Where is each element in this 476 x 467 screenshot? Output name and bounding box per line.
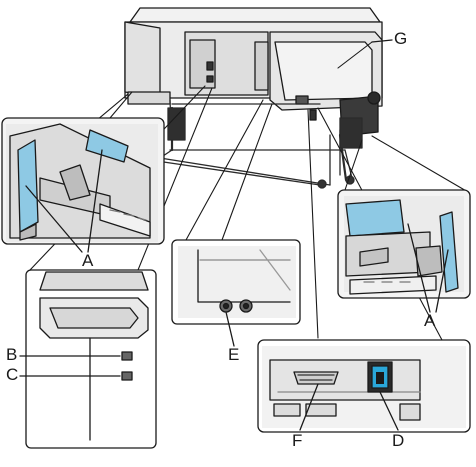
callout-a-left: A (82, 251, 94, 270)
callout-a-right: A (424, 311, 436, 330)
callout-c: C (6, 365, 19, 384)
callout-d: D (392, 431, 405, 450)
printer-body (124, 7, 383, 137)
g-leader (371, 39, 393, 43)
callout-f: F (292, 431, 303, 450)
callout-b: B (6, 345, 18, 364)
detail-e (171, 239, 301, 347)
detail-bc (19, 269, 157, 449)
detail-right-a (337, 189, 471, 313)
detail-fd (257, 339, 471, 433)
callout-e: E (228, 345, 240, 364)
detail-left-a (1, 117, 165, 253)
callout-g: G (394, 29, 408, 48)
